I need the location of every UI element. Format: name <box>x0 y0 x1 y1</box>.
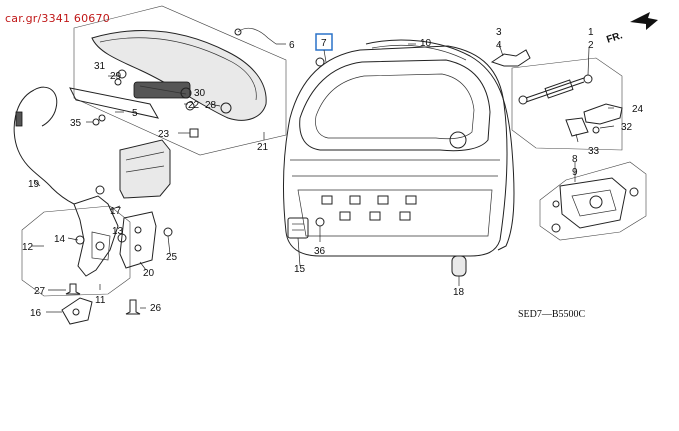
callout-30: 30 <box>194 88 206 99</box>
callout-15: 15 <box>294 264 306 275</box>
callout-9: 9 <box>572 167 578 178</box>
callout-numbers: 1 2 3 4 5 6 7 8 9 10 11 12 13 14 15 16 1… <box>22 27 644 320</box>
callout-3: 3 <box>496 27 502 38</box>
diagram-code: SED7—B5500C <box>518 309 586 320</box>
callout-21: 21 <box>257 142 269 153</box>
callout-13: 13 <box>112 226 124 237</box>
callout-10: 10 <box>420 38 432 49</box>
callout-22: 22 <box>188 100 200 111</box>
callout-14: 14 <box>54 234 66 245</box>
front-direction-arrow: FR. <box>605 12 658 46</box>
callout-5: 5 <box>132 108 138 119</box>
lock-and-cable-group <box>13 86 173 325</box>
gas-strut-hinge-group <box>490 49 647 241</box>
callout-12: 12 <box>22 242 34 253</box>
callout-2: 2 <box>588 40 594 51</box>
callout-32: 32 <box>621 122 633 133</box>
spoiler-assembly <box>69 5 287 156</box>
front-arrow-label: FR. <box>605 30 624 46</box>
callout-19: 19 <box>28 179 40 190</box>
tailgate-door <box>282 39 515 257</box>
callout-18: 18 <box>453 287 465 298</box>
callout-26: 26 <box>150 303 162 314</box>
callout-27: 27 <box>34 286 46 297</box>
callout-4: 4 <box>496 40 502 51</box>
callout-25: 25 <box>166 252 178 263</box>
callout-1: 1 <box>588 27 594 38</box>
callout-35: 35 <box>70 118 82 129</box>
callout-20: 20 <box>143 268 155 279</box>
callout-7: 7 <box>321 38 327 49</box>
callout-36: 36 <box>314 246 326 257</box>
callout-16: 16 <box>30 308 42 319</box>
callout-8: 8 <box>572 154 578 165</box>
watermark-text: car.gr/3341 60670 <box>5 12 110 25</box>
callout-17: 17 <box>110 206 122 217</box>
handle-and-switch-group <box>287 217 467 286</box>
callout-29: 29 <box>110 71 122 82</box>
callout-31: 31 <box>94 61 106 72</box>
callout-6: 6 <box>289 40 295 51</box>
leader-lines <box>32 43 615 313</box>
callout-11: 11 <box>95 295 106 306</box>
callout-33: 33 <box>588 146 600 157</box>
callout-28: 28 <box>205 100 217 111</box>
callout-24: 24 <box>632 104 644 115</box>
callout-23: 23 <box>158 129 170 140</box>
